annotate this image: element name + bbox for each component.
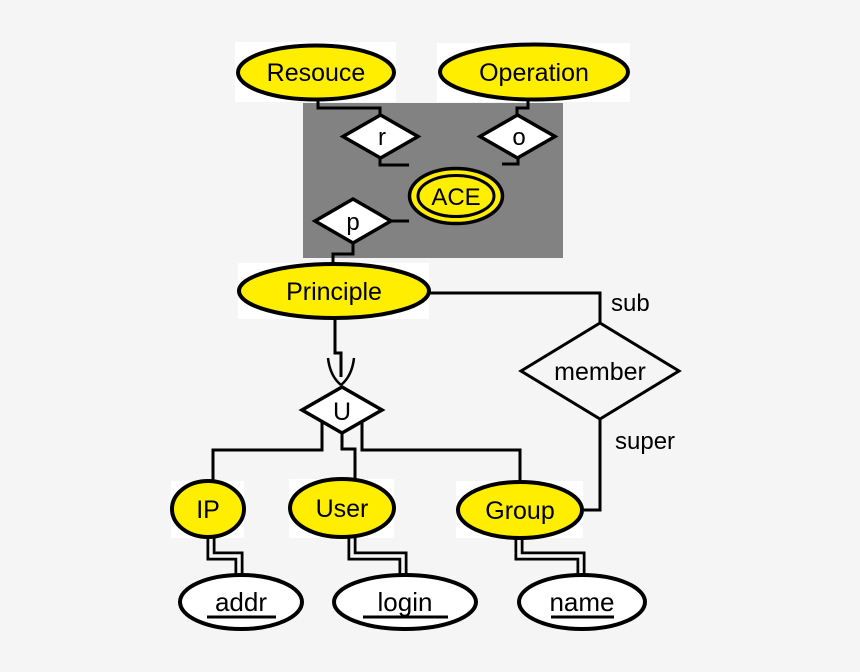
entity-ace-ellipse <box>407 166 505 226</box>
entity-group-label: Group <box>485 497 554 525</box>
edge-label-sub: sub <box>611 290 650 317</box>
edge-resource-r <box>316 98 382 116</box>
entity-resource-ellipse <box>236 43 396 102</box>
entity-ip-label: IP <box>196 496 220 524</box>
relationship-o-label: o <box>512 124 525 151</box>
relationship-member-diamond <box>518 321 682 421</box>
double-line-user-login-gap <box>350 535 405 577</box>
entity-user-label: User <box>316 495 369 523</box>
attribute-login-label: login <box>378 587 433 617</box>
edge-union-user <box>340 432 357 481</box>
attribute-addr-label: addr <box>215 587 267 617</box>
entity-principle-ellipse <box>237 262 431 320</box>
edge-union-ip <box>211 421 324 483</box>
edge-operation-o <box>515 98 530 116</box>
edge-member-group <box>584 417 602 512</box>
entity-user-ellipse <box>288 477 396 539</box>
entity-resource-label: Resouce <box>267 59 366 87</box>
relationship-r-label: r <box>378 124 386 151</box>
relationship-r-diamond <box>339 112 422 161</box>
entity-group-ellipse <box>456 480 584 540</box>
entity-principle-label: Principle <box>286 278 382 306</box>
union-diamond <box>298 384 386 436</box>
edge-p-principle <box>331 242 355 266</box>
double-line-group-name-gap <box>517 535 583 577</box>
edge-union-group <box>360 421 522 483</box>
double-line-ip-addr-gap <box>209 535 241 577</box>
relationship-o-diamond <box>476 112 559 161</box>
union-arc-icon <box>326 357 356 386</box>
relationship-p-label: p <box>346 209 359 236</box>
relationship-member-label: member <box>554 358 646 386</box>
entity-ip-ellipse <box>170 479 246 539</box>
edge-principle-union <box>333 316 343 377</box>
entity-ace-inner-ring <box>416 174 496 218</box>
edge-principle-member <box>428 291 602 324</box>
attribute-name-label: name <box>549 587 614 617</box>
edge-label-super: super <box>615 428 675 455</box>
union-diamond-label: U <box>333 398 351 426</box>
entity-operation-ellipse <box>438 42 630 102</box>
entity-ace-label: ACE <box>431 184 480 211</box>
relationship-p-diamond <box>311 196 395 246</box>
entity-operation-label: Operation <box>479 59 589 87</box>
